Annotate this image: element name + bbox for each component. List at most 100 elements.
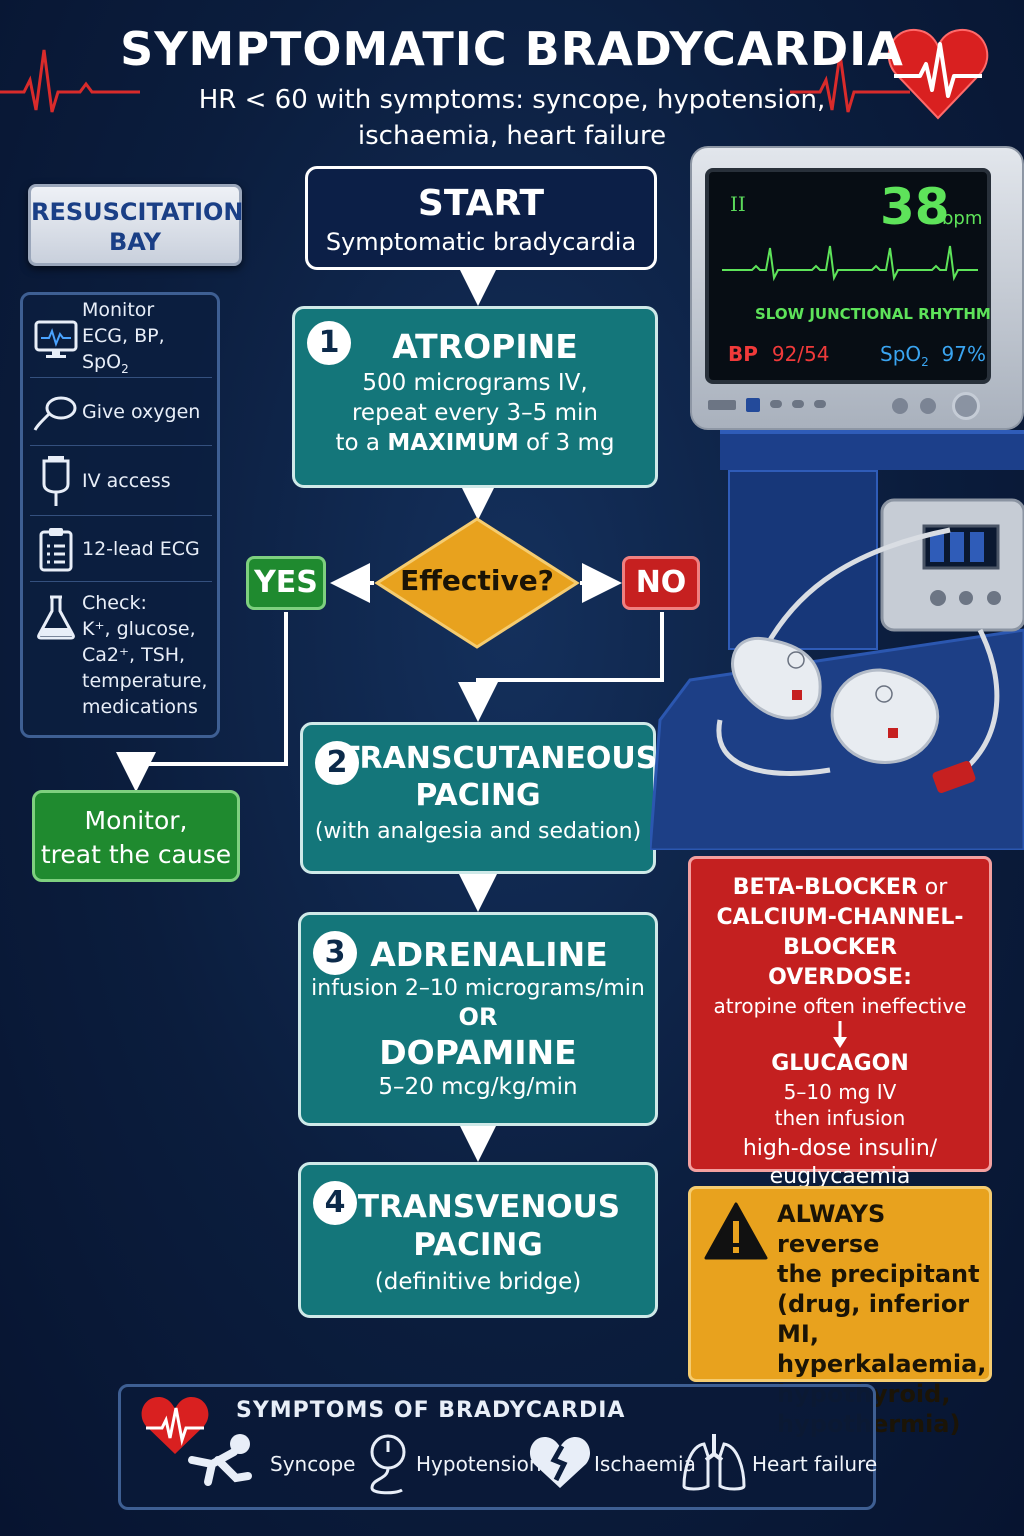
step-title: ADRENALINE bbox=[370, 935, 608, 974]
warning-triangle-icon bbox=[704, 1202, 768, 1260]
arrow-no-to-pacing bbox=[458, 612, 664, 722]
overdose-drug: GLUCAGON bbox=[771, 1051, 909, 1076]
step-text: of 3 mg bbox=[518, 430, 615, 456]
warning-line: hyperkalaemia, bbox=[777, 1350, 987, 1378]
clipboard-icon bbox=[39, 527, 73, 571]
step-text: infusion 2–10 micrograms/min bbox=[311, 976, 645, 1001]
step-number-badge: 3 bbox=[313, 931, 357, 975]
checklist-item-label: Monitor bbox=[82, 299, 155, 322]
monitor-ecg-trace bbox=[722, 245, 978, 282]
monitor-button[interactable] bbox=[746, 398, 760, 412]
monitor-rhythm-label: SLOW JUNCTIONAL RHYTHM bbox=[755, 305, 991, 323]
yes-badge: YES bbox=[246, 556, 326, 610]
step-or: OR bbox=[458, 1003, 498, 1031]
monitor-lead-label: II bbox=[730, 192, 746, 216]
monitor-knob[interactable] bbox=[892, 398, 908, 414]
step-text: to a bbox=[335, 430, 388, 456]
symptom-label-heart-failure: Heart failure bbox=[752, 1452, 878, 1476]
step-text: repeat every 3–5 min bbox=[351, 400, 598, 426]
subtitle-line: ischaemia, heart failure bbox=[357, 121, 667, 151]
checklist-item-check: Check: K⁺, glucose, Ca2⁺, TSH, temperatu… bbox=[30, 582, 212, 728]
step-text-emphasis: MAXIMUM bbox=[387, 430, 519, 456]
decision-label: Effective? bbox=[400, 564, 554, 597]
down-arrow-icon bbox=[833, 1021, 847, 1048]
yes-outcome-line: treat the cause bbox=[40, 840, 232, 869]
warning-panel: ALWAYS reverse the precipitant (drug, in… bbox=[688, 1186, 992, 1438]
step-text: 500 micrograms IV, bbox=[362, 370, 588, 396]
step-number-badge: 2 bbox=[315, 741, 359, 785]
monitor-icon bbox=[34, 320, 78, 358]
checklist-item-label: temperature, bbox=[82, 670, 208, 692]
start-title: START bbox=[417, 183, 545, 224]
symptoms-title: SYMPTOMS OF BRADYCARDIA bbox=[236, 1398, 626, 1423]
monitor-heart-rate: 38 bbox=[880, 178, 950, 236]
step-text: (definitive bridge) bbox=[374, 1269, 582, 1295]
step-title: TRANSVENOUS bbox=[357, 1189, 621, 1225]
monitor-button[interactable] bbox=[708, 400, 736, 410]
step-title: PACING bbox=[413, 1227, 543, 1263]
decision-diamond bbox=[374, 517, 580, 649]
yes-outcome-line: Monitor, bbox=[84, 806, 188, 835]
header-ecg-left-decoration bbox=[0, 49, 140, 113]
start-text: Symptomatic bradycardia bbox=[325, 228, 637, 256]
checklist-item-label: 12-lead ECG bbox=[82, 537, 200, 560]
checklist-item-label: ECG, BP, SpO bbox=[82, 325, 165, 374]
monitor-knob[interactable] bbox=[952, 392, 980, 420]
step-number-badge: 4 bbox=[313, 1181, 357, 1225]
checklist-item-label: Ca2⁺, TSH, bbox=[82, 644, 186, 666]
overdose-dose: 5–10 mg IV bbox=[783, 1080, 897, 1104]
checklist-item-oxygen: Give oxygen bbox=[30, 378, 212, 446]
flow-step-adrenaline: 3 ADRENALINE infusion 2–10 micrograms/mi… bbox=[298, 912, 658, 1126]
flow-step-transvenous-pacing: 4 TRANSVENOUS PACING (definitive bridge) bbox=[298, 1162, 658, 1318]
no-badge: NO bbox=[622, 556, 700, 610]
checklist-item-ecg: 12-lead ECG bbox=[30, 516, 212, 582]
monitor-spo2-value: 97% bbox=[941, 342, 986, 366]
page-subtitle: HR < 60 with symptoms: syncope, hypotens… bbox=[140, 82, 884, 154]
arrow-yes-to-monitor bbox=[116, 612, 288, 792]
monitor-button[interactable] bbox=[770, 400, 782, 408]
monitor-spo2: SpO2 97% bbox=[880, 342, 986, 369]
flow-step-transcutaneous-pacing: 2 TRANSCUTANEOUS PACING (with analgesia … bbox=[300, 722, 657, 874]
overdose-dose: then infusion bbox=[774, 1106, 906, 1130]
monitor-stand bbox=[720, 430, 1024, 470]
monitor-bp: BP 92/54 bbox=[728, 342, 829, 366]
monitor-button[interactable] bbox=[792, 400, 804, 408]
step-text: (with analgesia and sedation) bbox=[314, 819, 642, 844]
overdose-or: or bbox=[917, 875, 948, 900]
step-title: DOPAMINE bbox=[379, 1033, 577, 1072]
subscript: 2 bbox=[921, 355, 929, 369]
flask-icon bbox=[37, 595, 75, 640]
symptom-label-ischaemia: Ischaemia bbox=[594, 1452, 696, 1476]
overdose-title: CALCIUM-CHANNEL-BLOCKER bbox=[716, 905, 964, 960]
broken-heart-icon bbox=[529, 1436, 591, 1488]
monitor-hr-unit: bpm bbox=[942, 208, 983, 229]
warning-line: (drug, inferior MI, bbox=[777, 1290, 970, 1348]
warning-line: the precipitant bbox=[777, 1260, 980, 1288]
warning-line: ALWAYS reverse bbox=[777, 1200, 886, 1258]
step-title: PACING bbox=[415, 778, 541, 813]
checklist-item-iv: IV access bbox=[30, 446, 212, 516]
iv-bag-icon bbox=[42, 455, 70, 506]
page-title: SYMPTOMATIC BRADYCARDIA bbox=[120, 22, 904, 76]
checklist-item-label: K⁺, glucose, bbox=[82, 618, 196, 640]
overdose-panel: BETA-BLOCKER or CALCIUM-CHANNEL-BLOCKER … bbox=[688, 856, 992, 1189]
monitor-bp-value: 92/54 bbox=[771, 342, 830, 366]
monitor-spo2-label: SpO bbox=[880, 342, 922, 366]
lungs-icon bbox=[682, 1434, 746, 1491]
step-text: 5–20 mcg/kg/min bbox=[378, 1074, 578, 1100]
monitor-button[interactable] bbox=[814, 400, 826, 408]
checklist-item-label: Check: bbox=[82, 592, 147, 614]
symptom-label-hypotension: Hypotension bbox=[416, 1452, 542, 1476]
monitor-bp-label: BP bbox=[728, 342, 758, 366]
subtitle-line: HR < 60 with symptoms: syncope, hypotens… bbox=[198, 85, 826, 115]
resuscitation-bay-tag: RESUSCITATION BAY bbox=[28, 184, 243, 266]
monitor-knob[interactable] bbox=[920, 398, 936, 414]
monitor-controls bbox=[708, 392, 1008, 420]
yes-outcome-box: Monitor, treat the cause bbox=[32, 790, 240, 882]
overdose-title: BETA-BLOCKER bbox=[732, 875, 918, 900]
checklist-item-label: Give oxygen bbox=[82, 400, 201, 423]
overdose-next: high-dose insulin/ bbox=[742, 1136, 938, 1161]
header-ecg-right-decoration bbox=[790, 53, 910, 113]
step-title: ATROPINE bbox=[392, 327, 578, 366]
